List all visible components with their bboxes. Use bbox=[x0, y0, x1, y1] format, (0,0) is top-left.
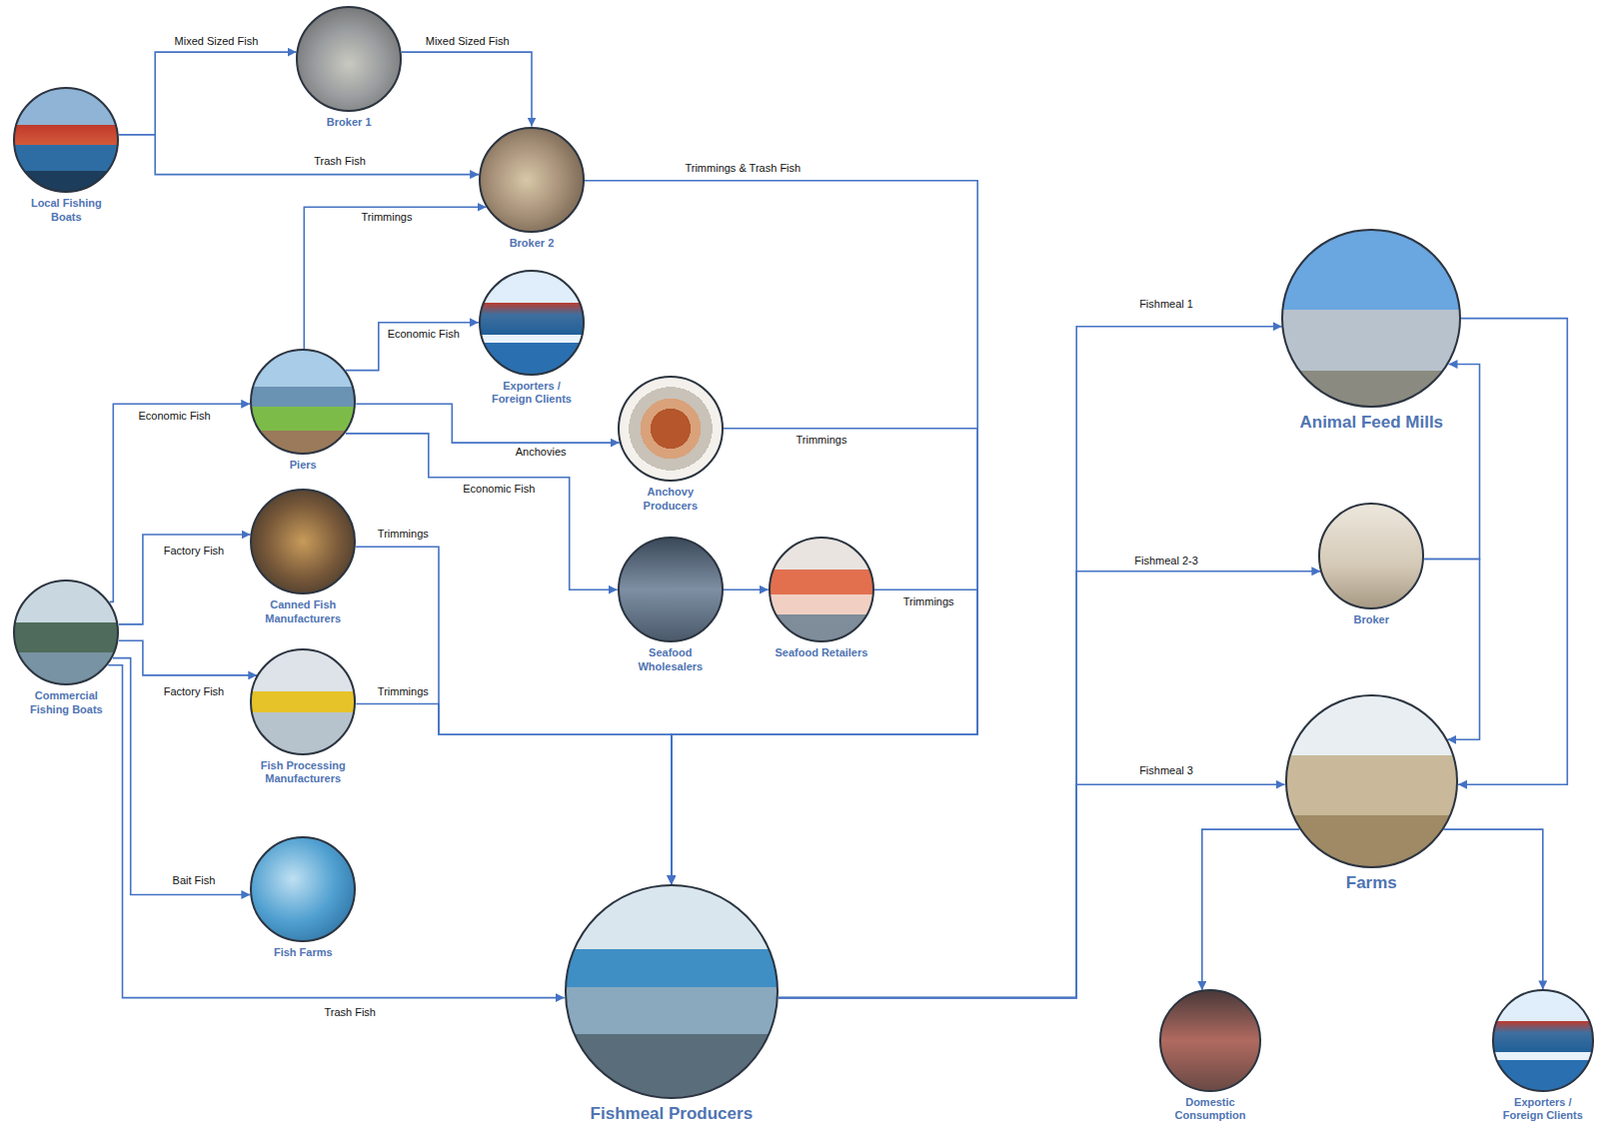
flow-label: Economic Fish bbox=[136, 408, 213, 422]
flow-arrow bbox=[118, 640, 257, 676]
supply-chain-node: Exporters / Foreign Clients bbox=[478, 269, 585, 408]
photo-circle bbox=[12, 579, 119, 686]
supply-chain-node: Broker bbox=[1311, 502, 1432, 627]
flow-label: Bait Fish bbox=[170, 874, 218, 888]
flow-label: Factory Fish bbox=[161, 685, 227, 699]
photo-circle bbox=[12, 86, 119, 193]
flow-label: Trash Fish bbox=[321, 1005, 378, 1019]
flow-arrow bbox=[303, 206, 486, 349]
supply-chain-node: Fishmeal Producers bbox=[556, 884, 787, 1125]
flow-label: Trimmings bbox=[375, 527, 431, 541]
supply-chain-node: Seafood Retailers bbox=[756, 536, 887, 661]
node-label: Broker 1 bbox=[288, 115, 409, 130]
node-label: Farms bbox=[1271, 872, 1472, 894]
flow-arrow bbox=[118, 51, 296, 135]
node-label: Fish Processing Manufacturers bbox=[252, 759, 353, 788]
flow-label: Trimmings bbox=[901, 595, 957, 609]
node-label: Seafood Wholesalers bbox=[630, 646, 711, 675]
node-label: Fishmeal Producers bbox=[556, 1103, 787, 1125]
node-label: Canned Fish Manufacturers bbox=[254, 598, 351, 627]
node-label: Exporters / Foreign Clients bbox=[1495, 1096, 1592, 1125]
photo-circle bbox=[564, 884, 779, 1099]
photo-circle bbox=[478, 269, 585, 376]
photo-circle bbox=[1281, 228, 1462, 409]
photo-circle bbox=[478, 126, 585, 233]
flow-label: Economic Fish bbox=[385, 326, 462, 340]
supply-chain-node: Local Fishing Boats bbox=[12, 86, 119, 225]
node-label: Broker 2 bbox=[471, 236, 592, 251]
photo-circle bbox=[768, 536, 875, 643]
flow-arrow bbox=[118, 134, 479, 175]
flow-arrow bbox=[778, 784, 1286, 998]
photo-circle bbox=[295, 5, 402, 112]
flow-arrow bbox=[109, 403, 251, 602]
node-label: Animal Feed Mills bbox=[1261, 411, 1482, 433]
supply-chain-node: Piers bbox=[242, 348, 363, 473]
node-label: Seafood Retailers bbox=[756, 646, 887, 661]
flow-arrow bbox=[345, 322, 479, 371]
flow-arrow bbox=[118, 534, 251, 625]
node-label: Anchovy Producers bbox=[630, 485, 711, 514]
node-label: Commercial Fishing Boats bbox=[17, 689, 114, 718]
supply-chain-node: Exporters / Foreign Clients bbox=[1492, 989, 1595, 1124]
flow-arrow bbox=[778, 326, 1283, 999]
flow-arrow bbox=[723, 588, 769, 591]
flow-label: Factory Fish bbox=[161, 544, 227, 558]
supply-chain-node: Fish Processing Manufacturers bbox=[249, 648, 356, 787]
flow-arrow bbox=[112, 658, 251, 896]
photo-circle bbox=[617, 536, 724, 643]
photo-circle bbox=[1318, 502, 1425, 609]
flow-arrow bbox=[778, 571, 1322, 999]
flow-arrow bbox=[1424, 559, 1480, 741]
supply-chain-node: Domestic Consumption bbox=[1159, 989, 1262, 1124]
flow-arrow bbox=[1458, 318, 1568, 786]
photo-circle bbox=[1285, 694, 1460, 869]
photo-circle bbox=[249, 348, 356, 455]
flow-arrow bbox=[355, 704, 672, 886]
node-label: Broker bbox=[1311, 613, 1432, 628]
flow-arrow bbox=[584, 180, 978, 886]
supply-chain-node: Fish Farms bbox=[242, 836, 363, 961]
flow-arrow bbox=[1202, 829, 1300, 991]
node-label: Local Fishing Boats bbox=[17, 196, 114, 225]
flow-label: Mixed Sized Fish bbox=[172, 33, 261, 47]
flow-label: Fishmeal 1 bbox=[1137, 297, 1196, 311]
photo-circle bbox=[249, 836, 356, 943]
photo-circle bbox=[249, 488, 356, 595]
flow-label: Trimmings & Trash Fish bbox=[682, 161, 803, 175]
flow-label: Trimmings bbox=[793, 433, 849, 447]
flow-arrow bbox=[401, 51, 532, 127]
supply-chain-node: Farms bbox=[1271, 694, 1472, 894]
supply-chain-node: Broker 1 bbox=[288, 5, 409, 130]
flow-arrow bbox=[345, 433, 618, 590]
flow-arrow bbox=[1444, 829, 1544, 990]
flow-label: Fishmeal 2-3 bbox=[1132, 553, 1201, 567]
flow-label: Fishmeal 3 bbox=[1137, 763, 1196, 777]
flow-arrow bbox=[355, 403, 619, 443]
flow-label: Trimmings bbox=[359, 210, 415, 224]
node-label: Exporters / Foreign Clients bbox=[483, 379, 580, 408]
supply-chain-node: Commercial Fishing Boats bbox=[12, 579, 119, 718]
photo-circle bbox=[1492, 989, 1595, 1092]
flow-label: Trimmings bbox=[375, 685, 431, 699]
photo-circle bbox=[617, 375, 724, 482]
supply-chain-node: Anchovy Producers bbox=[617, 375, 724, 514]
supply-chain-node: Seafood Wholesalers bbox=[617, 536, 724, 675]
flow-arrow bbox=[1424, 364, 1480, 560]
flow-label: Trash Fish bbox=[311, 154, 368, 168]
flow-label: Economic Fish bbox=[460, 482, 537, 496]
node-label: Fish Farms bbox=[242, 946, 363, 961]
flow-label: Mixed Sized Fish bbox=[423, 33, 512, 47]
supply-chain-node: Canned Fish Manufacturers bbox=[249, 488, 356, 627]
node-label: Piers bbox=[242, 458, 363, 473]
supply-chain-node: Broker 2 bbox=[471, 126, 592, 251]
photo-circle bbox=[249, 648, 356, 755]
node-label: Domestic Consumption bbox=[1170, 1096, 1251, 1125]
photo-circle bbox=[1159, 989, 1262, 1092]
flow-arrow bbox=[671, 428, 978, 885]
supply-chain-node: Animal Feed Mills bbox=[1261, 228, 1482, 434]
flow-label: Anchovies bbox=[513, 445, 569, 459]
